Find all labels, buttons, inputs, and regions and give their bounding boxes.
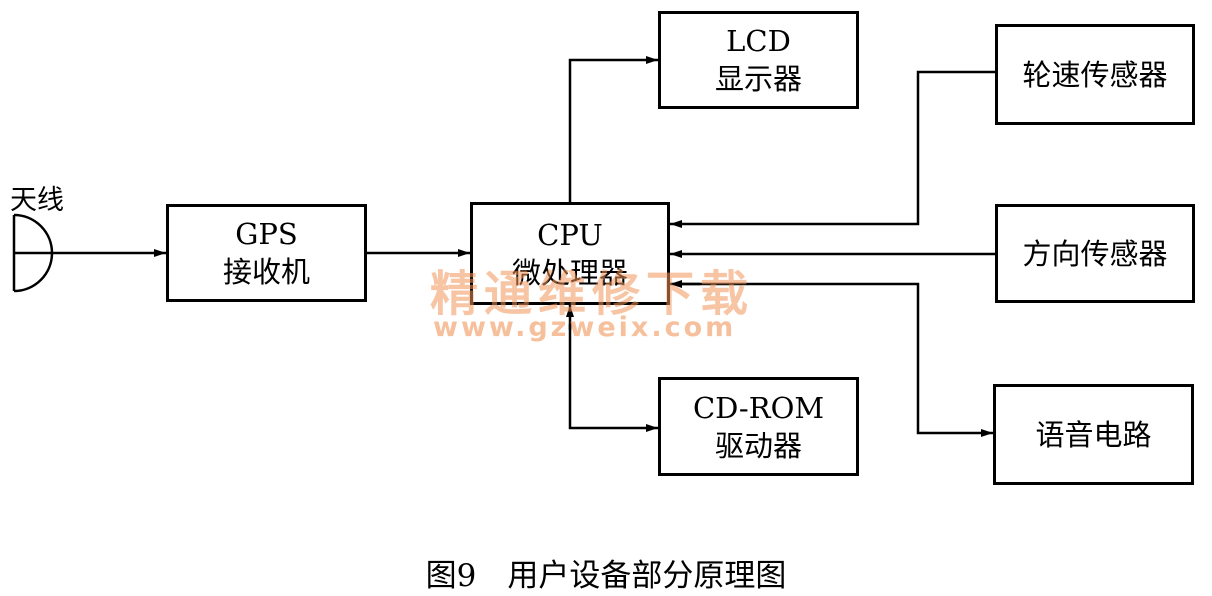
cpu-line1: CPU bbox=[537, 217, 603, 252]
arrow-cpu-lcd bbox=[568, 56, 658, 202]
lcd-line2: 显示器 bbox=[714, 62, 802, 96]
wheel-speed-sensor-block: 轮速传感器 bbox=[995, 24, 1195, 125]
gps-line2: 接收机 bbox=[222, 255, 310, 289]
figure-caption: 图9 用户设备部分原理图 bbox=[425, 558, 787, 594]
direction-sensor-block: 方向传感器 bbox=[995, 204, 1195, 303]
arrow-wheel-cpu bbox=[670, 70, 995, 228]
cpu-line2: 微处理器 bbox=[511, 255, 628, 290]
watermark-url: www.gzweix.com bbox=[433, 312, 737, 343]
cdrom-line2: 驱动器 bbox=[714, 428, 802, 463]
voice-circuit-block: 语音电路 bbox=[993, 384, 1194, 485]
cdrom-block: CD-ROM 驱动器 bbox=[658, 377, 859, 476]
lcd-block: LCD 显示器 bbox=[658, 11, 859, 109]
direction-sensor-label: 方向传感器 bbox=[1022, 236, 1168, 271]
arrow-cpu-cdrom bbox=[568, 324, 658, 432]
voice-circuit-label: 语音电路 bbox=[1035, 417, 1152, 452]
wheel-sensor-label: 轮速传感器 bbox=[1022, 57, 1168, 92]
watermark-title: 精通维修下载 bbox=[430, 266, 755, 322]
antenna-label: 天线 bbox=[10, 185, 64, 216]
cdrom-line1: CD-ROM bbox=[692, 390, 825, 425]
gps-receiver-block: GPS 接收机 bbox=[166, 204, 367, 302]
arrow-cpu-voice bbox=[676, 282, 993, 437]
gps-line1: GPS bbox=[235, 217, 298, 251]
cpu-block: CPU 微处理器 bbox=[470, 202, 670, 305]
lcd-line1: LCD bbox=[726, 24, 791, 58]
